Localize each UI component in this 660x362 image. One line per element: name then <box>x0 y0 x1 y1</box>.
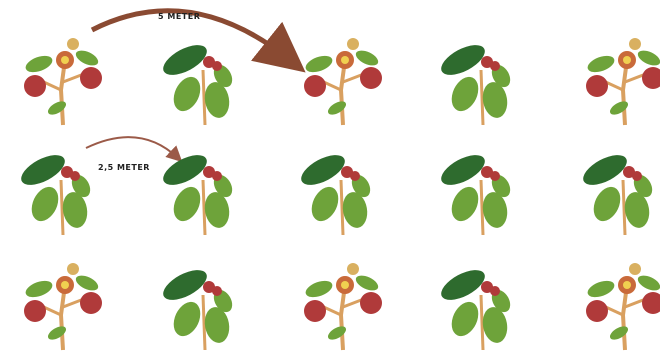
plant-leafy-icon <box>5 130 115 240</box>
plant-leafy-icon <box>425 20 535 130</box>
plant-fruiting-icon <box>5 20 115 130</box>
plant-leafy-icon <box>425 130 535 240</box>
plant-fruiting-icon <box>567 20 660 130</box>
plant-fruiting-icon <box>567 245 660 355</box>
plant-fruiting-icon <box>285 245 395 355</box>
plant-leafy-icon <box>147 245 257 355</box>
plant-fruiting-icon <box>5 245 115 355</box>
plant-leafy-icon <box>147 20 257 130</box>
plant-leafy-icon <box>425 245 535 355</box>
plant-leafy-icon <box>147 130 257 240</box>
plant-fruiting-icon <box>285 20 395 130</box>
plant-leafy-icon <box>567 130 660 240</box>
plant-leafy-icon <box>285 130 395 240</box>
